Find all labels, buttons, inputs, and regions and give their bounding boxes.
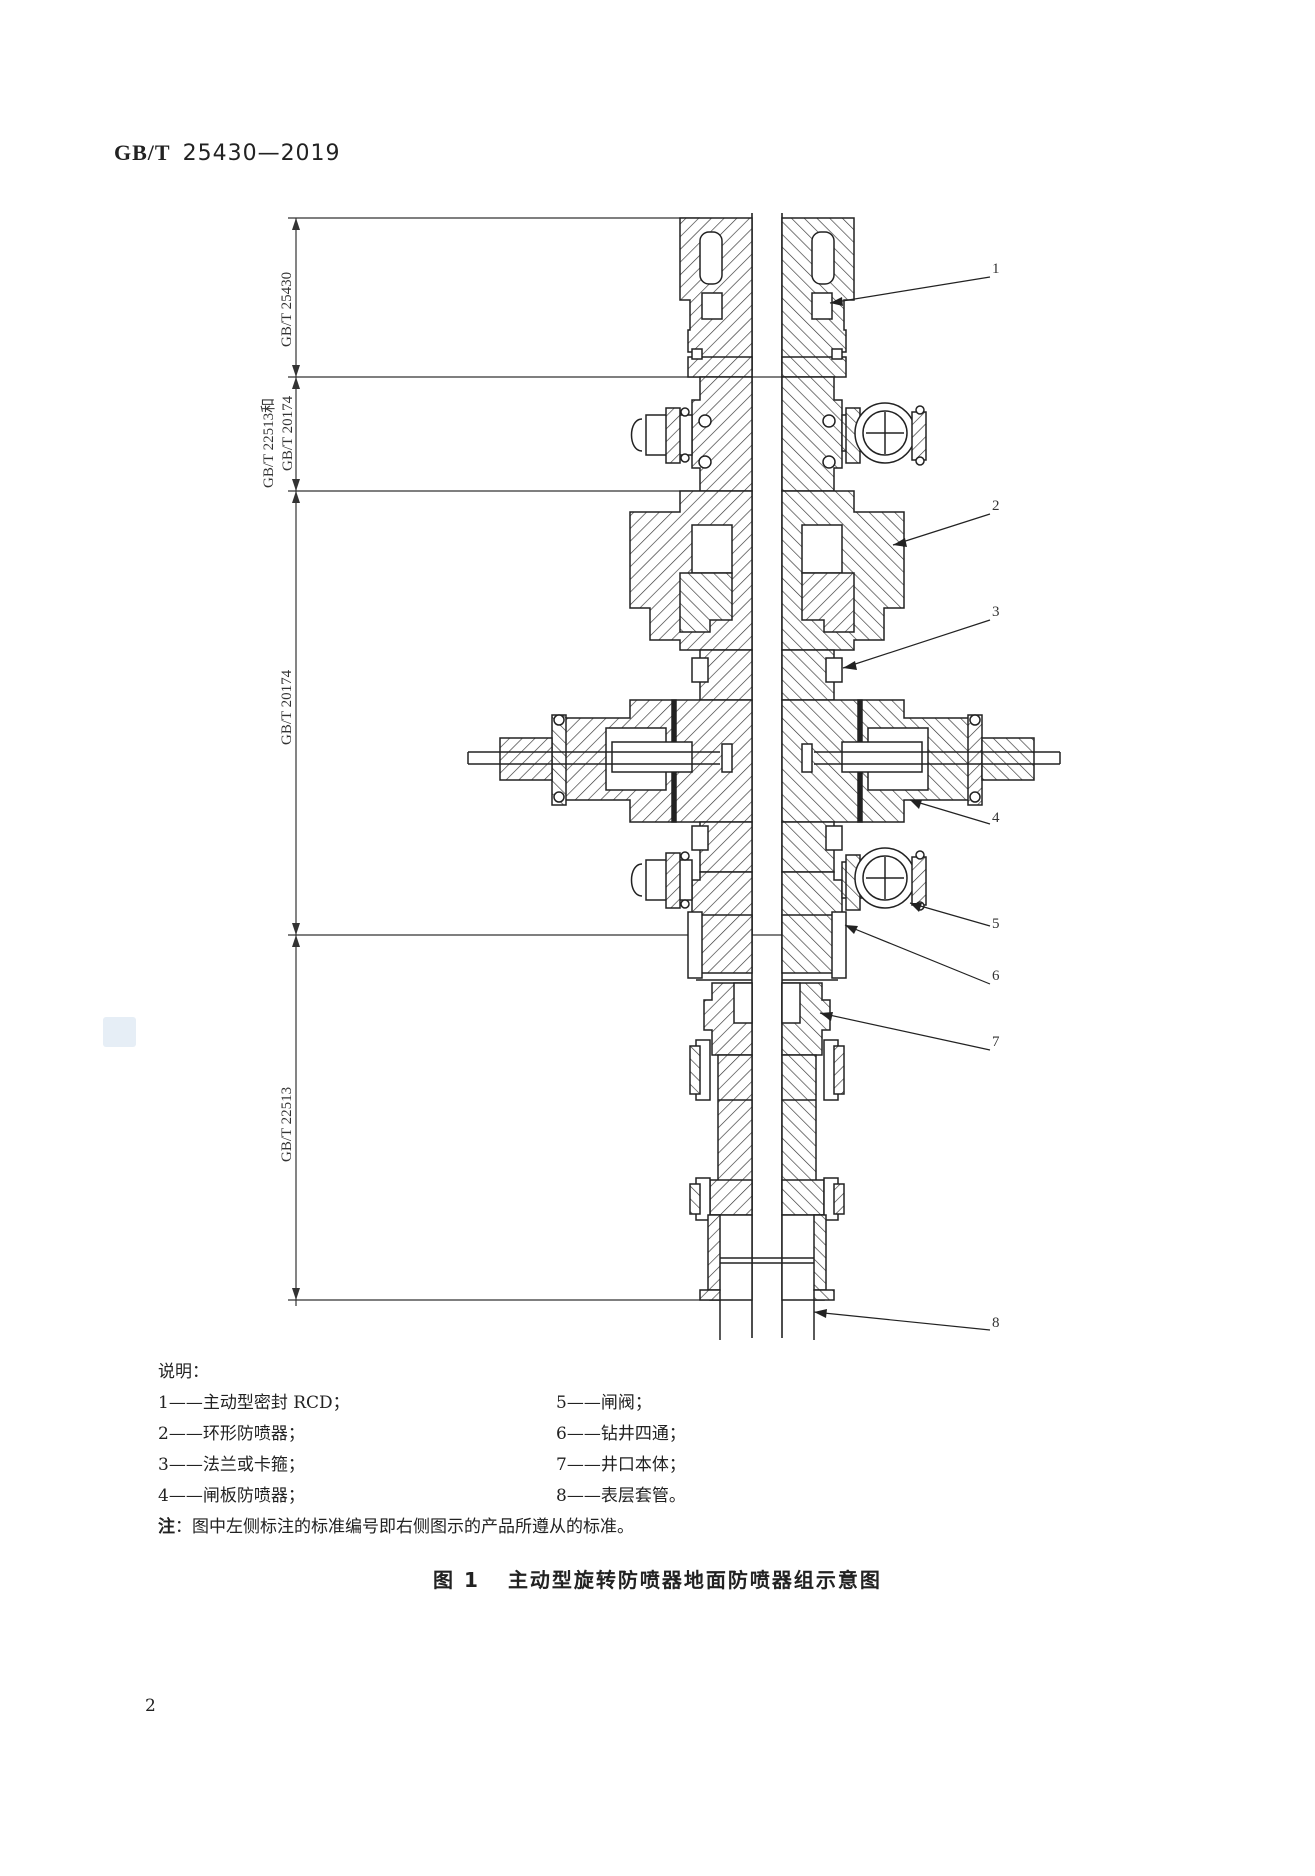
callout-3: 3: [992, 604, 1000, 620]
legend-item-3: 3——法兰或卡箍；: [158, 1455, 305, 1475]
figure-number: 图 1: [433, 1568, 480, 1592]
standard-prefix: GB/T: [114, 140, 171, 165]
legend-item-6: 6——钻井四通；: [556, 1424, 686, 1444]
legend-item-4: 4——闸板防喷器；: [158, 1486, 305, 1506]
callout-8: 8: [992, 1315, 1000, 1331]
dimension-arrows: [292, 218, 300, 1300]
figure-note: 注：图中左侧标注的标准编号即右侧图示的产品所遵从的标准。: [158, 1512, 634, 1537]
dim-label-20174-b: GB/T 20174: [279, 669, 295, 745]
callout-6: 6: [992, 968, 1000, 984]
callout-arrowheads: [814, 297, 922, 1318]
figure-caption: 图 1 主动型旋转防喷器地面防喷器组示意图: [0, 1564, 1315, 1593]
surface-casing: [699, 1214, 835, 1340]
callout-1: 1: [992, 261, 1000, 277]
upper-gate-valve: [841, 402, 927, 466]
callout-numbers: 1 2 3 4 5 6 7 8: [992, 261, 1000, 1331]
legend-item-1: 1——主动型密封 RCD；: [158, 1393, 350, 1413]
standard-header: GB/T 25430—2019: [114, 140, 341, 166]
upper-left-flange: [630, 407, 693, 464]
legend-item-2: 2——环形防喷器；: [158, 1424, 305, 1444]
rcd-assembly: [679, 217, 855, 378]
dim-label-25430: GB/T 25430: [279, 272, 295, 347]
legend-item-5: 5——闸阀；: [556, 1393, 652, 1413]
flange-spacer-1: [691, 649, 843, 701]
lower-left-flange: [630, 851, 693, 909]
note-text: ：图中左侧标注的标准编号即右侧图示的产品所遵从的标准。: [175, 1517, 634, 1537]
callout-2: 2: [992, 498, 1000, 514]
callout-4: 4: [992, 810, 1000, 826]
dim-label-22513-b: GB/T 22513: [279, 1087, 295, 1162]
drilling-cross: [687, 871, 847, 981]
ram-bop: [467, 699, 1061, 823]
note-label: 注: [158, 1517, 175, 1537]
watermark-stamp: [103, 1017, 136, 1047]
dim-label-20174-a: GB/T 20174: [280, 395, 296, 471]
standard-number: 25430—2019: [182, 141, 341, 166]
legend-title: 说明：: [158, 1362, 209, 1382]
upper-spool: [691, 376, 843, 492]
lower-gate-valve: [841, 847, 927, 911]
dimension-labels: GB/T 25430 GB/T 22513和 GB/T 20174 GB/T 2…: [260, 272, 296, 1162]
flange-spacer-2: [691, 821, 843, 873]
annular-bop: [629, 490, 905, 651]
callout-7: 7: [992, 1034, 1000, 1050]
wellhead-body: [689, 982, 845, 1221]
callout-5: 5: [992, 916, 1000, 932]
legend-left-column: 1——主动型密封 RCD； 2——环形防喷器； 3——法兰或卡箍； 4——闸板防…: [158, 1388, 350, 1512]
dim-label-22513: GB/T 22513和: [260, 398, 277, 488]
legend-right-column: 5——闸阀； 6——钻井四通； 7——井口本体； 8——表层套管。: [556, 1388, 686, 1512]
legend-item-8: 8——表层套管。: [556, 1486, 686, 1506]
page-number: 2: [145, 1696, 156, 1716]
legend-item-7: 7——井口本体；: [556, 1455, 686, 1475]
figure-title: 主动型旋转防喷器地面防喷器组示意图: [507, 1568, 882, 1592]
callout-leaders: [813, 276, 991, 1331]
central-bore: [751, 213, 783, 1338]
